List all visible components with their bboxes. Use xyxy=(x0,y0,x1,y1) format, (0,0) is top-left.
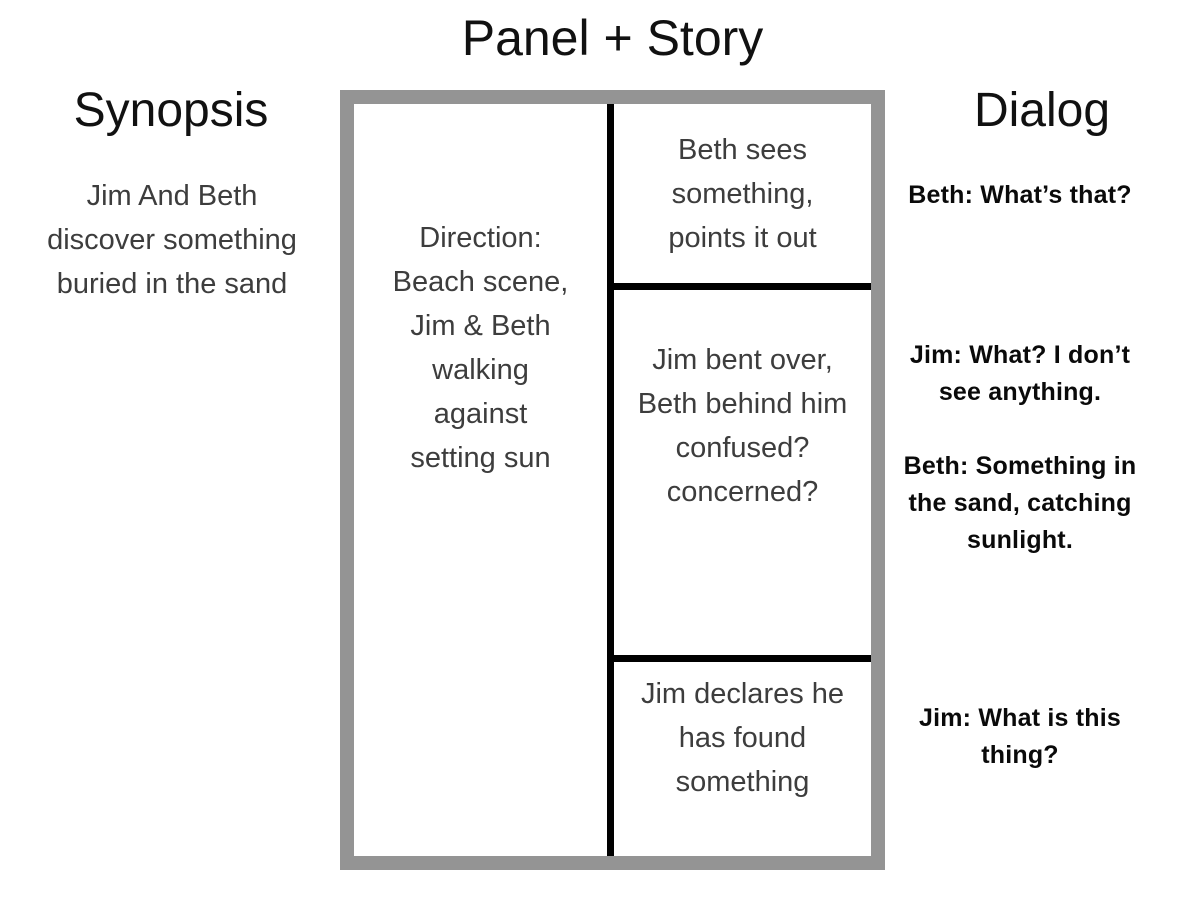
panel-3: Jim declares he has found something xyxy=(640,678,845,798)
panel-1-text: Beth sees something, points it out xyxy=(668,133,817,254)
synopsis-heading: Synopsis xyxy=(73,84,269,137)
dialog-entry-jim-1: Jim: What? I don’t see anything. xyxy=(909,341,1131,406)
dialog-entry-jim-2: Jim: What is this thing? xyxy=(918,704,1122,769)
storyboard-frame: Direction: Beach scene, Jim & Beth walki… xyxy=(340,90,885,870)
vertical-divider xyxy=(607,104,614,856)
dialog-entry-beth-1: Beth: What’s that? xyxy=(908,181,1132,209)
panel-2: Jim bent over, Beth behind him confused?… xyxy=(637,344,848,508)
panel-divider-1 xyxy=(607,283,871,290)
dialog-heading: Dialog xyxy=(973,84,1111,137)
page-title: Panel + Story xyxy=(461,10,764,66)
synopsis-text: Jim And Beth discover something buried i… xyxy=(47,180,297,300)
direction-cell: Direction: Beach scene, Jim & Beth walki… xyxy=(392,222,569,474)
panel-divider-2 xyxy=(607,655,871,662)
panel-1: Beth sees something, points it out xyxy=(614,104,871,283)
dialog-entry-beth-2: Beth: Something in the sand, catching su… xyxy=(903,452,1137,554)
